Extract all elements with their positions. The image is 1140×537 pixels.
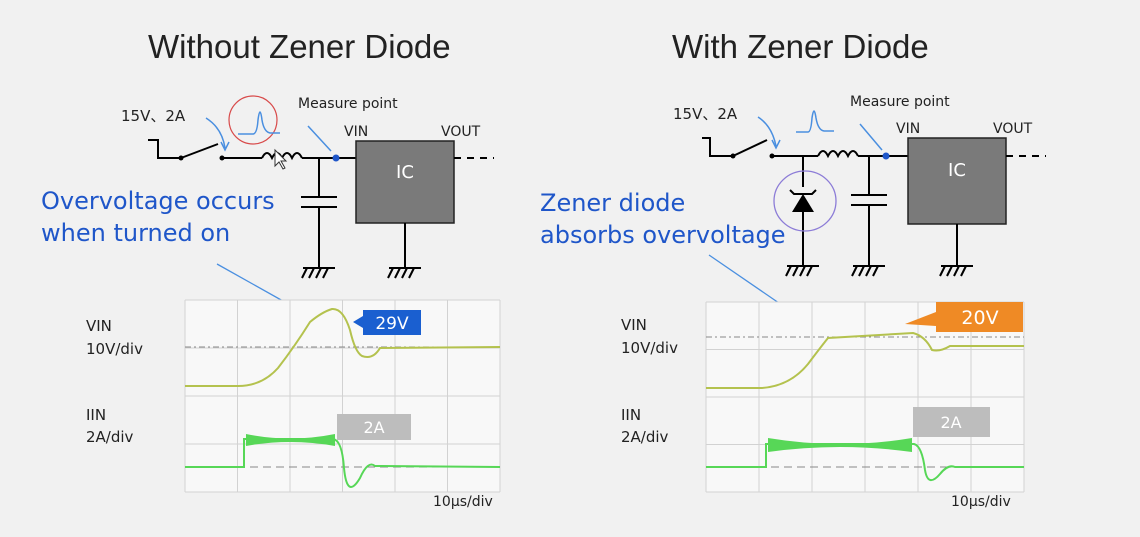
right-spike-arrow: [757, 116, 777, 147]
right-measure-dot: [882, 152, 890, 160]
left-iin-trace: [185, 438, 501, 488]
left-peak-badge-pointer: [353, 316, 363, 328]
left-scope-vin-scale: 10V/div: [86, 340, 143, 358]
right-measure-arrow: [859, 123, 883, 151]
right-ic-label: IC: [948, 160, 966, 181]
right-annotation-line-1: Zener diode: [540, 189, 685, 217]
right-zener-diode-icon: [792, 194, 814, 212]
right-iin-band: [768, 438, 912, 452]
right-spike-waveform: [796, 110, 834, 133]
right-source-wire: [702, 137, 733, 157]
right-measure-label: Measure point: [850, 94, 950, 110]
right-scope-vin-scale: 10V/div: [621, 339, 678, 357]
right-peak-badge-pointer: [905, 312, 936, 326]
right-vout-label: VOUT: [993, 121, 1033, 137]
right-annotation-line-2: absorbs overvoltage: [540, 221, 786, 249]
left-scope-vin-label: VIN: [86, 317, 112, 335]
left-peak-badge: [363, 310, 421, 335]
left-panel: Without Zener Diode 15V、2A Measure point…: [41, 28, 501, 510]
right-iin-trace: [706, 443, 1024, 481]
left-vout-label: VOUT: [441, 124, 481, 140]
right-peak-value: 20V: [961, 307, 998, 329]
left-source-wire: [148, 139, 181, 159]
left-scope-time-scale: 10μs/div: [433, 494, 493, 510]
right-ground-zener: [785, 265, 819, 277]
right-switch-pivot: [730, 153, 736, 159]
right-current-badge: [913, 407, 990, 437]
left-switch-blade: [180, 143, 219, 159]
right-ground-ic: [939, 265, 973, 277]
right-scope-iin-label: IIN: [621, 406, 641, 424]
right-ground-cap: [851, 265, 885, 277]
left-measure-arrow: [307, 125, 332, 152]
left-title: Without Zener Diode: [148, 28, 451, 65]
right-scope-iin-scale: 2A/div: [621, 428, 669, 446]
left-spike-arrow: [205, 117, 226, 149]
left-source-label: 15V、2A: [121, 107, 186, 125]
left-annotation-line-1: Overvoltage occurs: [41, 187, 275, 215]
left-measure-label: Measure point: [298, 96, 398, 112]
right-scope-vin-label: VIN: [621, 316, 647, 334]
right-vin-trace: [706, 331, 1024, 389]
right-zener-circle: [773, 170, 837, 232]
left-current-badge: [337, 414, 411, 440]
left-ic-box: [355, 140, 455, 224]
right-peak-badge: [936, 302, 1023, 332]
left-switch-pivot: [178, 155, 184, 161]
left-spike-waveform: [238, 111, 280, 135]
left-iin-band: [246, 434, 335, 446]
right-spike-arrowhead: [771, 139, 781, 150]
left-vin-label: VIN: [344, 124, 368, 140]
right-vin-label: VIN: [896, 121, 920, 137]
left-annotation-line-2: when turned on: [41, 219, 230, 247]
right-zener-cathode: [789, 189, 817, 195]
left-scope-iin-label: IIN: [86, 406, 106, 424]
left-current-value: 2A: [363, 418, 384, 437]
right-scope-time-scale: 10μs/div: [951, 494, 1011, 510]
left-ground-cap: [301, 267, 335, 279]
mouse-cursor-icon: [274, 148, 288, 170]
left-ground-ic: [387, 267, 421, 279]
right-inductor: [817, 150, 859, 159]
right-switch-blade: [732, 139, 768, 157]
right-ic-box: [907, 137, 1007, 225]
right-source-label: 15V、2A: [673, 105, 738, 123]
left-peak-value: 29V: [375, 314, 409, 334]
left-ic-label: IC: [396, 162, 414, 183]
left-spike-circle: [228, 95, 278, 145]
left-scope-iin-scale: 2A/div: [86, 428, 134, 446]
left-vin-trace: [185, 307, 501, 387]
right-current-value: 2A: [940, 413, 961, 432]
right-panel: With Zener Diode 15V、2A Measure point VI…: [540, 28, 1046, 510]
left-measure-dot: [332, 154, 340, 162]
left-spike-arrowhead: [220, 141, 230, 152]
right-title: With Zener Diode: [672, 28, 929, 65]
